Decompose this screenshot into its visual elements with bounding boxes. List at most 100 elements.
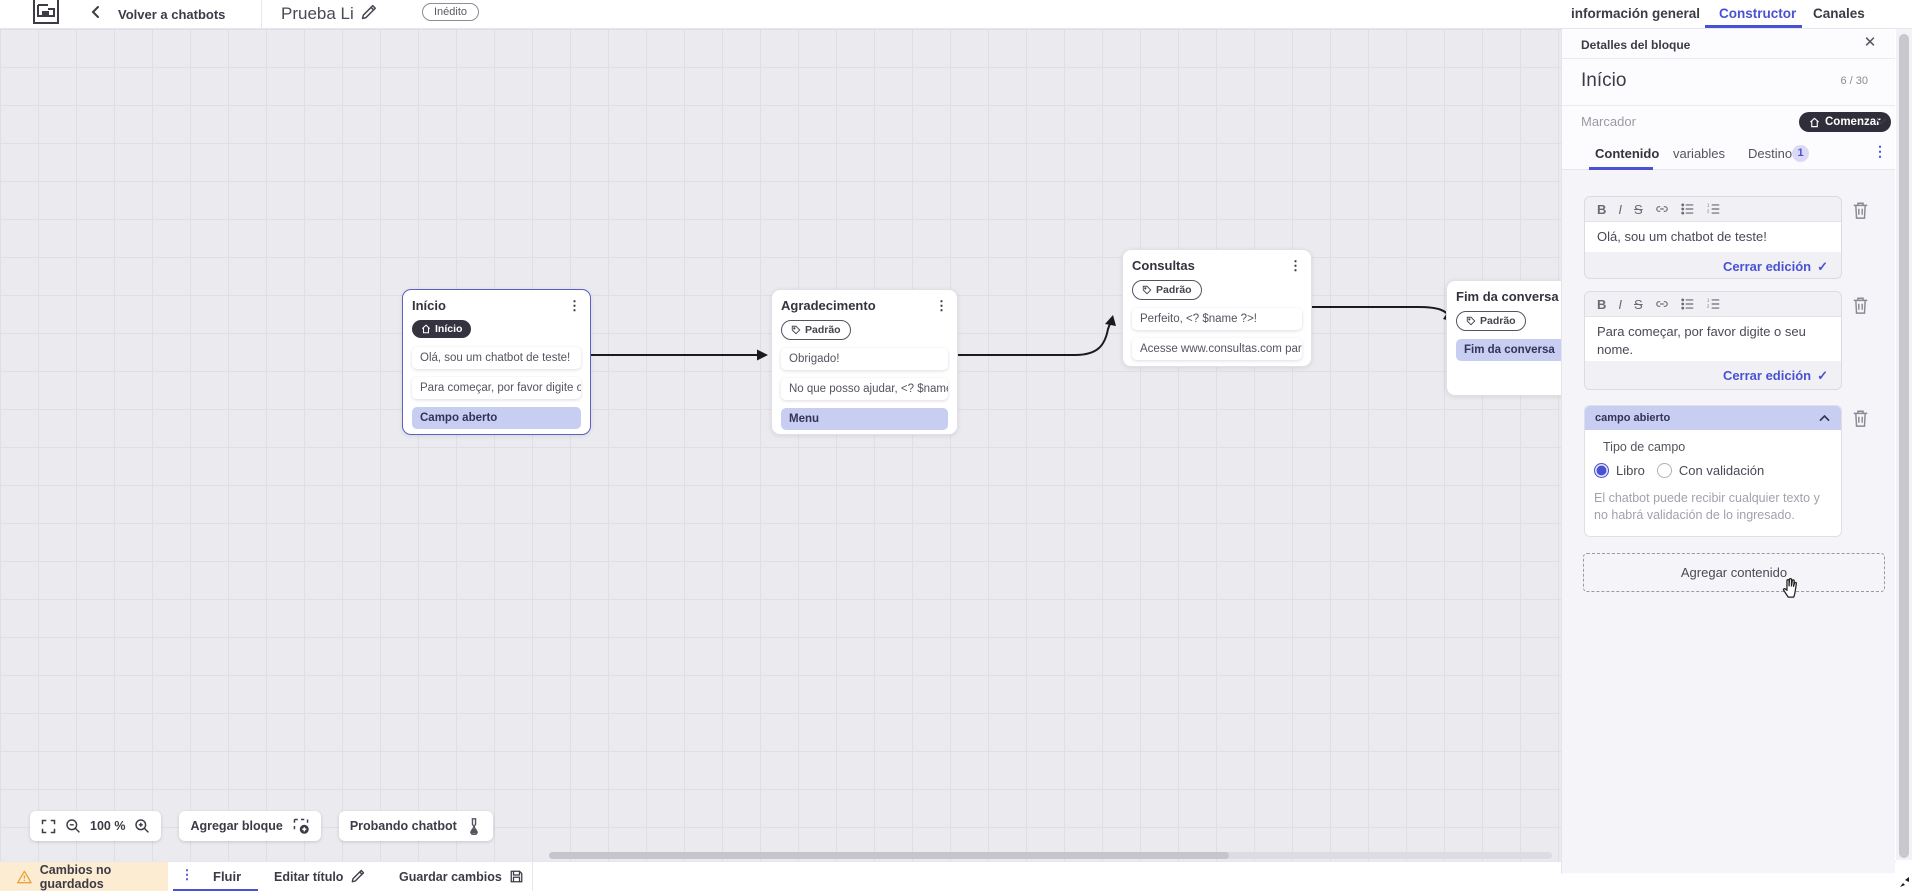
back-chevron-icon[interactable] [88,4,106,22]
block-message-item[interactable]: Olá, sou um chatbot de teste! [412,347,581,369]
unsaved-changes-banner: Cambios no guardados [0,862,168,891]
flow-block-fim-da-conversa[interactable]: Fim da conversa Padrão Fim da conversa [1446,280,1561,396]
zoom-in-icon[interactable] [134,818,150,834]
close-icon[interactable]: ✕ [1863,34,1877,51]
open-field-card: campo abierto Tipo de campo Libro Con va… [1584,405,1842,537]
block-details-panel: Detalles del bloque ✕ Início 6 / 30 Marc… [1561,29,1895,874]
link-icon[interactable] [1655,202,1669,216]
back-to-chatbots-link[interactable]: Volver a chatbots [118,7,226,22]
flask-icon [469,817,478,835]
block-kebab-icon[interactable]: ⋮ [568,298,581,313]
strikethrough-icon[interactable]: S [1634,201,1643,217]
numbered-list-icon[interactable]: 12 [1707,298,1721,310]
canvas-hscrollbar-track[interactable] [549,852,1552,859]
svg-text:1: 1 [1707,298,1710,303]
tab-destino[interactable]: Destino [1748,146,1793,161]
block-badge-inicio: Início [412,320,472,338]
block-title: Fim da conversa [1456,289,1559,304]
radio-libro-label[interactable]: Libro [1616,463,1645,478]
add-block-icon [293,818,309,834]
bullet-list-icon[interactable] [1681,203,1695,215]
char-counter: 6 / 30 [1840,75,1868,87]
save-changes-button[interactable]: Guardar cambios [399,869,524,884]
block-message-item[interactable]: Acesse www.consultas.com par... [1132,338,1302,360]
delete-field-trash-icon[interactable] [1852,409,1869,428]
editor-text[interactable]: Olá, sou um chatbot de teste! [1585,222,1841,252]
flow-canvas[interactable]: Início ⋮ Início Olá, sou um chatbot de t… [0,29,1561,861]
numbered-list-icon[interactable]: 12 [1707,203,1721,215]
delete-content-trash-icon[interactable] [1852,201,1869,220]
block-name-input[interactable]: Início [1581,70,1627,91]
marker-value-button[interactable]: Comenzar [1799,112,1891,132]
tag-icon [1142,285,1152,295]
tab-contenido[interactable]: Contenido [1595,146,1660,161]
tab-constructor[interactable]: Constructor [1719,6,1797,21]
block-title: Início [412,298,446,313]
bold-icon[interactable]: B [1597,201,1607,217]
edit-title-button[interactable]: Editar título [274,869,365,884]
tab-variables[interactable]: variables [1673,146,1726,161]
zoom-controls: 100 % [30,811,162,841]
check-icon: ✓ [1817,258,1828,274]
block-message-item[interactable]: Para começar, por favor digite o ... [412,377,581,399]
editor-text[interactable]: Para começar, por favor digite o seu nom… [1585,317,1841,361]
top-bar: Volver a chatbots Prueba Li Inédito info… [0,0,1912,29]
strikethrough-icon[interactable]: S [1634,296,1643,312]
italic-icon[interactable]: I [1618,296,1623,312]
panel-kebab-icon[interactable]: ⋮ [1873,143,1887,159]
block-open-field-item[interactable]: Campo aberto [412,407,581,429]
block-menu-item[interactable]: Menu [781,408,948,430]
tab-informacion-general[interactable]: información general [1571,6,1701,21]
italic-icon[interactable]: I [1618,201,1623,217]
radio-libro[interactable] [1594,463,1609,478]
open-field-header[interactable]: campo abierto [1585,406,1841,430]
block-end-item[interactable]: Fim da conversa [1456,339,1561,361]
chatbot-title[interactable]: Prueba Li [281,4,354,23]
block-message-item[interactable]: No que posso ajudar, <? $name ... [781,378,948,400]
unsaved-changes-label: Cambios no guardados [39,863,112,891]
marker-row: Marcador Comenzar [1562,106,1895,138]
radio-con-validacion[interactable] [1656,463,1672,478]
window-vscrollbar-track[interactable] [1896,29,1912,891]
add-block-button[interactable]: Agregar bloque [179,811,321,841]
bottombar-divider [532,862,533,891]
zoom-level: 100 % [90,819,126,833]
app-logo-icon[interactable] [33,0,59,24]
delete-content-trash-icon[interactable] [1852,296,1869,315]
block-kebab-icon[interactable]: ⋮ [935,298,948,313]
block-title: Consultas [1132,258,1195,273]
radio-con-validacion-label[interactable]: Con validación [1678,463,1765,478]
test-chatbot-button[interactable]: Probando chatbot [338,811,493,841]
flow-block-agradecimento[interactable]: Agradecimento ⋮ Padrão Obrigado! No que … [771,289,958,435]
close-edit-button[interactable]: Cerrar edición ✓ [1722,367,1828,384]
flow-block-consultas[interactable]: Consultas ⋮ Padrão Perfeito, <? $name ?>… [1122,249,1312,367]
chevron-up-icon[interactable] [1818,412,1831,425]
bold-icon[interactable]: B [1597,296,1607,312]
vscrollbar-bottom-gap [1896,860,1912,891]
flow-tab-underline [173,889,258,891]
block-message-item[interactable]: Obrigado! [781,348,948,370]
status-badge: Inédito [422,3,480,21]
flow-tab[interactable]: Fluir [213,869,242,884]
bullet-list-icon[interactable] [1681,298,1695,310]
fullscreen-icon[interactable] [41,819,56,834]
close-edit-button[interactable]: Cerrar edición ✓ [1722,258,1828,275]
block-message-item[interactable]: Perfeito, <? $name ?>! [1132,308,1302,330]
block-kebab-icon[interactable]: ⋮ [1289,258,1302,273]
flow-options-kebab-icon[interactable]: ⋮ [180,867,194,882]
flow-edges [591,306,1454,361]
edit-title-pencil-icon[interactable] [360,4,378,22]
panel-title: Detalles del bloque [1581,38,1691,52]
link-icon[interactable] [1655,297,1669,311]
tab-canales[interactable]: Canales [1813,6,1865,21]
active-tab-underline [1705,25,1802,28]
block-name-row: Início 6 / 30 [1562,59,1895,106]
zoom-out-icon[interactable] [65,818,81,834]
canvas-hscrollbar-thumb[interactable] [549,852,1229,859]
window-vscrollbar-thumb[interactable] [1899,34,1909,858]
flow-block-inicio[interactable]: Início ⋮ Início Olá, sou um chatbot de t… [402,289,591,435]
marker-chevron-down-icon[interactable] [1874,114,1888,128]
add-content-button[interactable]: Agregar contenido [1583,553,1885,592]
